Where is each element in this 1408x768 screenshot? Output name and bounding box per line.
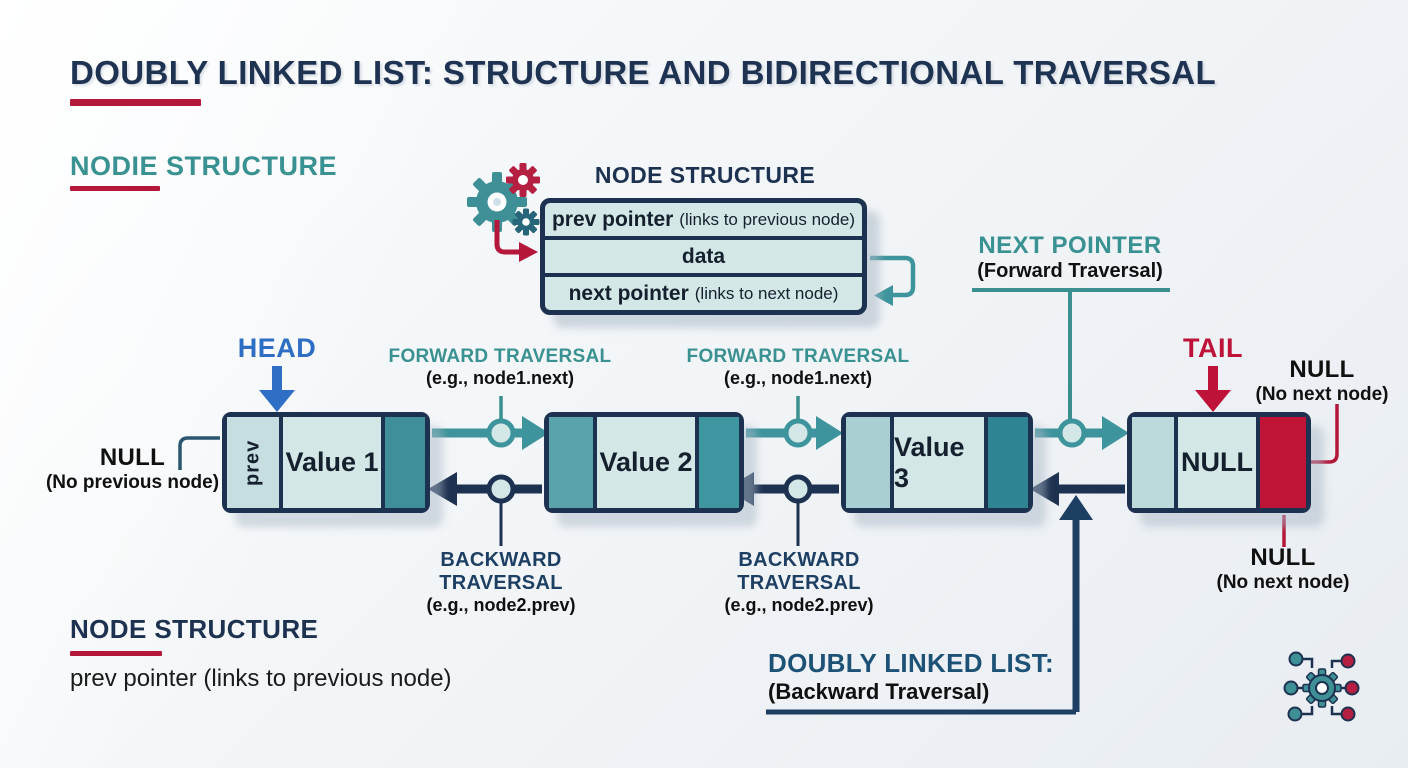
node2-value: Value 2 <box>593 417 699 508</box>
forward-2-sub: (e.g., node1.next) <box>723 368 873 388</box>
list-node-3: Value 3 <box>841 412 1033 513</box>
null-next-bottom-sub: (No next node) <box>1216 572 1350 593</box>
node1-prev-section: prev <box>227 417 279 508</box>
section-heading-node-structure: NODE STRUCTURE <box>70 614 319 644</box>
next-pointer-bracket <box>972 288 1170 420</box>
page-title: DOUBLY LINKED LIST: STRUCTURE AND BIDIRE… <box>70 54 1217 91</box>
list-node-1: prev Value 1 <box>222 412 430 513</box>
network-gear-icon <box>1283 651 1360 722</box>
bottom-heading-underline <box>70 651 162 656</box>
title-underline <box>70 99 201 106</box>
null-next-top-sub: (No next node) <box>1255 384 1389 405</box>
backward-traversal-label-1: BACKWARD TRAVERSAL (e.g., node2.prev) <box>385 549 617 616</box>
backward-1-sub: (e.g., node2.prev) <box>426 595 576 615</box>
forward-junction-2 <box>783 418 813 448</box>
prev-pointer-description: prev pointer (links to previous node) <box>70 665 452 692</box>
node-structure-row-data: data <box>545 236 862 273</box>
null-next-bottom-title: NULL <box>1250 544 1316 571</box>
next-pointer-title: NEXT POINTER <box>978 232 1162 259</box>
null-prev-title: NULL <box>99 444 166 471</box>
forward-junction-1 <box>486 418 516 448</box>
node2-prev-section <box>549 417 593 508</box>
section-heading-nodie-structure: NODIE STRUCTURE <box>70 151 338 181</box>
dll-title: DOUBLY LINKED LIST: <box>768 648 1054 678</box>
backward-junction-1 <box>486 474 516 504</box>
forward-junction-3 <box>1057 418 1087 448</box>
list-node-4: NULL <box>1127 412 1311 513</box>
node3-next-section <box>988 417 1028 508</box>
null-prev-sub: (No previous node) <box>45 472 220 493</box>
node-structure-box-title: NODE STRUCTURE <box>594 162 816 188</box>
gears-icon <box>467 163 540 236</box>
null-next-bottom-label: NULL (No next node) <box>1198 544 1368 594</box>
forward-traversal-label-2: FORWARD TRAVERSAL (e.g., node1.next) <box>683 346 913 389</box>
null-prev-label: NULL (No previous node) <box>40 444 225 494</box>
tail-arrow <box>1195 366 1231 412</box>
node3-value: Value 3 <box>890 417 988 508</box>
backward-traversal-label-2: BACKWARD TRAVERSAL (e.g., node2.prev) <box>683 549 915 616</box>
backward-junction-2 <box>783 474 813 504</box>
node4-value: NULL <box>1174 417 1260 508</box>
tail-label: TAIL <box>1183 333 1243 363</box>
backward-arrow-1 <box>428 472 542 506</box>
null-next-top-connector <box>1294 404 1339 464</box>
box-next-loop-arrow <box>870 255 916 306</box>
next-pointer-sub: (Forward Traversal) <box>977 260 1163 282</box>
doubly-linked-list-label: DOUBLY LINKED LIST: (Backward Traversal) <box>768 648 1078 705</box>
forward-1-sub: (e.g., node1.next) <box>425 368 575 388</box>
list-node-2: Value 2 <box>544 412 744 513</box>
node4-next-section <box>1260 417 1306 508</box>
null-prev-connector <box>178 436 220 470</box>
gear-to-data-arrow <box>494 220 538 262</box>
backward-bracket-arrow <box>766 495 1093 715</box>
row-next-sub: (links to next node) <box>694 283 839 303</box>
row-prev-sub: (links to previous node) <box>679 209 856 229</box>
nodie-underline <box>70 186 160 191</box>
head-arrow <box>259 366 295 412</box>
null-next-top-label: NULL (No next node) <box>1243 356 1401 406</box>
backward-arrow-3 <box>1030 472 1125 506</box>
forward-1-title: FORWARD TRAVERSAL <box>388 346 612 367</box>
backward-2-sub: (e.g., node2.prev) <box>724 595 874 615</box>
backward-2-title: BACKWARD TRAVERSAL <box>737 549 861 594</box>
backward-1-title: BACKWARD TRAVERSAL <box>439 549 563 594</box>
node-structure-row-prev: prev pointer (links to previous node) <box>545 203 862 236</box>
row-data-main: data <box>681 244 726 268</box>
forward-2-title: FORWARD TRAVERSAL <box>686 346 910 367</box>
dll-sub: (Backward Traversal) <box>768 679 990 704</box>
head-label: HEAD <box>237 333 317 363</box>
next-pointer-label: NEXT POINTER (Forward Traversal) <box>962 232 1178 283</box>
null-next-top-title: NULL <box>1289 356 1355 383</box>
node2-next-section <box>699 417 739 508</box>
forward-traversal-label-1: FORWARD TRAVERSAL (e.g., node1.next) <box>385 346 615 389</box>
node4-prev-section <box>1132 417 1174 508</box>
node-structure-box: prev pointer (links to previous node) da… <box>540 198 867 315</box>
node3-prev-section <box>846 417 890 508</box>
node-structure-row-next: next pointer (links to next node) <box>545 273 862 310</box>
row-prev-main: prev pointer <box>551 207 674 231</box>
node1-value: Value 1 <box>279 417 385 508</box>
row-next-main: next pointer <box>568 281 689 305</box>
node1-next-section <box>385 417 425 508</box>
